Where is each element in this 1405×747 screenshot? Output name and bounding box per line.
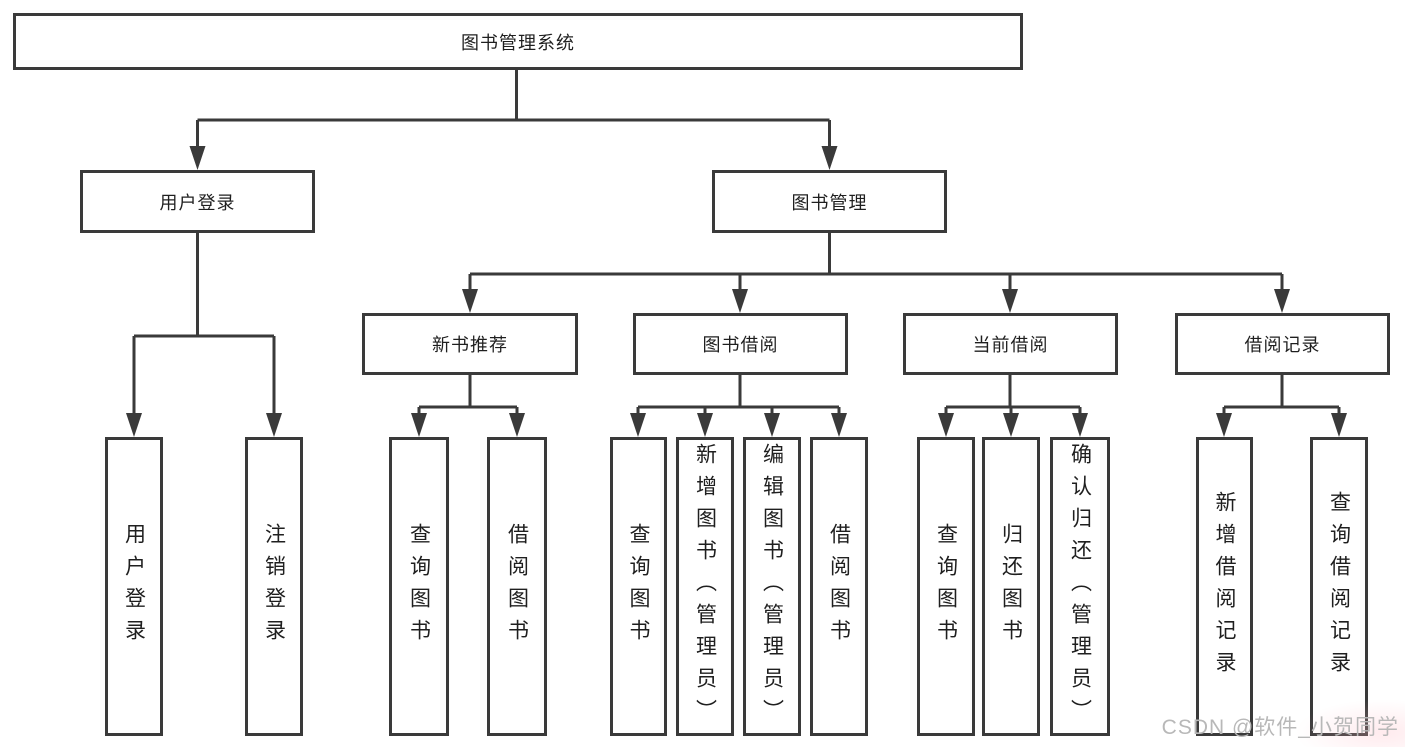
leaf-recommend-borrow-books: 借阅图书 (487, 437, 547, 736)
node-root-system: 图书管理系统 (13, 13, 1023, 70)
node-book-management-label: 图书管理 (791, 192, 868, 213)
leaf-recommend-query-books-label: 查询图书 (407, 522, 431, 651)
leaf-query-borrow-records: 查询借阅记录 (1310, 437, 1368, 736)
leaf-add-borrow-record: 新增借阅记录 (1196, 437, 1253, 736)
leaf-recommend-borrow-books-label: 借阅图书 (505, 522, 529, 651)
node-user-login: 用户登录 (80, 170, 315, 233)
leaf-edit-books-admin: 编辑图书（管理员） (743, 437, 801, 736)
connector-root-to-level2 (196, 70, 831, 150)
node-user-login-label: 用户登录 (159, 192, 236, 213)
leaf-user-login-label: 用户登录 (122, 522, 146, 651)
connector-current-to-leaves (944, 375, 1082, 417)
arrowheads (126, 146, 1347, 437)
connector-borrow-to-leaves (636, 375, 841, 417)
leaf-logout: 注销登录 (245, 437, 303, 736)
leaf-logout-label: 注销登录 (262, 522, 286, 651)
leaf-recommend-query-books: 查询图书 (389, 437, 449, 736)
node-book-borrowing-label: 图书借阅 (702, 335, 779, 355)
leaf-query-borrow-records-label: 查询借阅记录 (1327, 490, 1351, 683)
leaf-borrowing-query-books: 查询图书 (610, 437, 667, 736)
leaf-edit-books-admin-label: 编辑图书（管理员） (760, 442, 784, 731)
leaf-current-query-books: 查询图书 (917, 437, 975, 736)
leaf-borrowing-borrow-books: 借阅图书 (810, 437, 868, 736)
leaf-add-books-admin: 新增图书（管理员） (676, 437, 734, 736)
leaf-add-borrow-record-label: 新增借阅记录 (1213, 490, 1236, 683)
node-new-book-recommend: 新书推荐 (362, 313, 578, 375)
node-borrow-records: 借阅记录 (1175, 313, 1390, 375)
leaf-confirm-return-admin: 确认归还（管理员） (1050, 437, 1110, 736)
leaf-current-query-books-label: 查询图书 (934, 522, 958, 651)
watermark: CSDN @软件_小贺同学 (1161, 716, 1399, 739)
node-current-borrowing-label: 当前借阅 (972, 335, 1049, 355)
node-book-management: 图书管理 (712, 170, 947, 233)
node-root-label: 图书管理系统 (461, 32, 575, 53)
leaf-borrowing-borrow-books-label: 借阅图书 (827, 522, 851, 651)
connector-records-to-leaves (1222, 375, 1341, 417)
leaf-confirm-return-admin-label: 确认归还（管理员） (1068, 442, 1092, 731)
connector-recommend-to-leaves (417, 375, 519, 417)
node-borrow-records-label: 借阅记录 (1244, 335, 1321, 355)
leaf-return-books: 归还图书 (982, 437, 1040, 736)
leaf-add-books-admin-label: 新增图书（管理员） (693, 442, 717, 731)
connector-bookmgmt-to-level3 (468, 233, 1284, 293)
leaf-borrowing-query-books-label: 查询图书 (627, 522, 650, 651)
leaf-return-books-label: 归还图书 (999, 522, 1023, 651)
node-book-borrowing: 图书借阅 (633, 313, 848, 375)
connector-userlogin-to-leaves (132, 233, 276, 417)
leaf-user-login: 用户登录 (105, 437, 163, 736)
node-current-borrowing: 当前借阅 (903, 313, 1118, 375)
node-new-book-recommend-label: 新书推荐 (432, 335, 508, 355)
